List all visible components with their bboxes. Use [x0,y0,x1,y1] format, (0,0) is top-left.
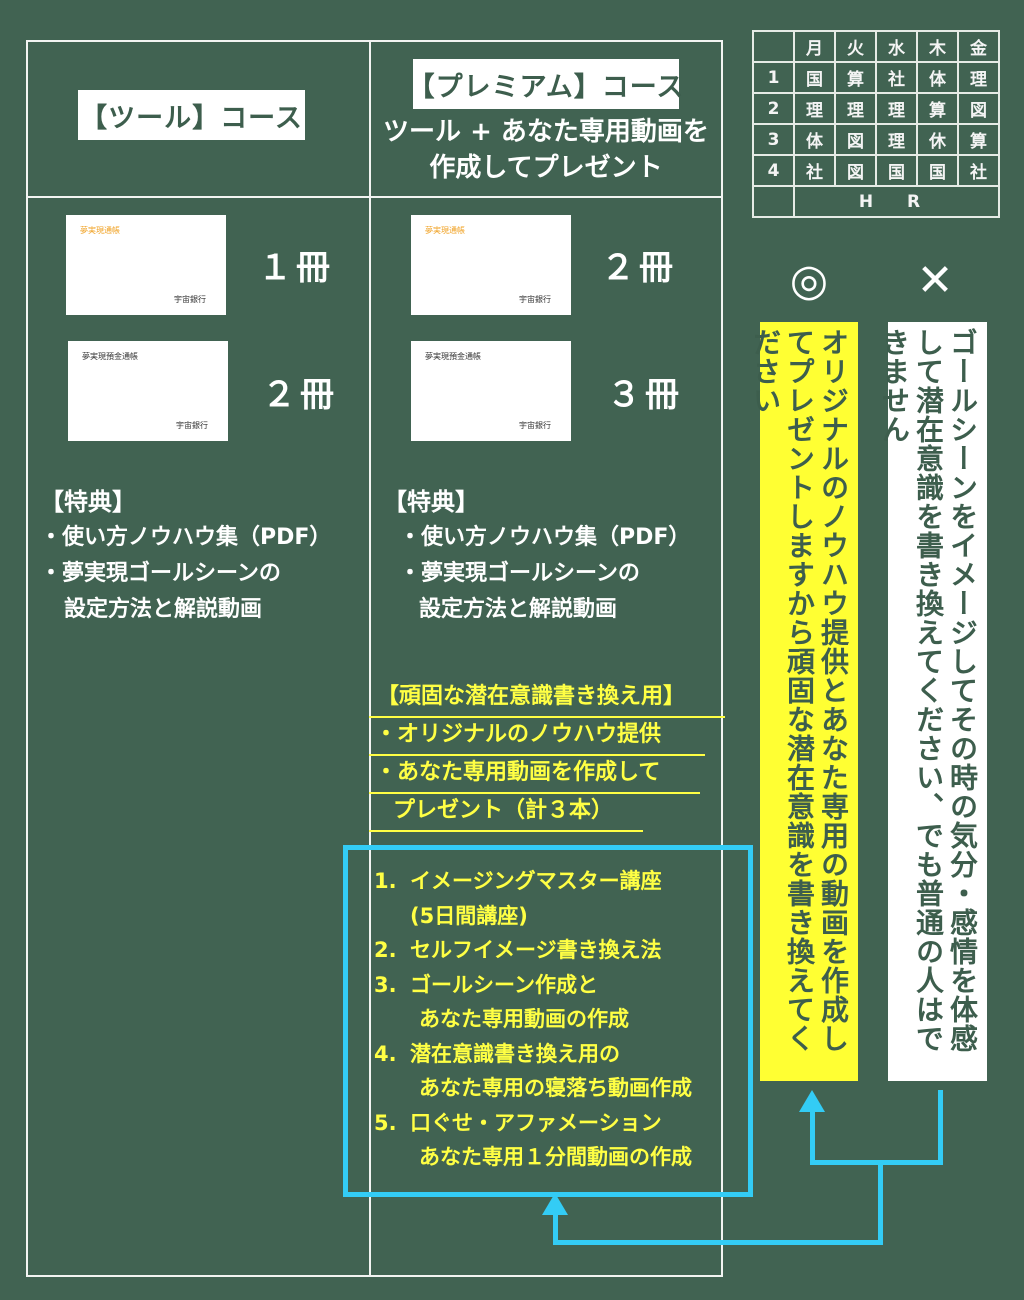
passbook-title: 夢実現通帳 [80,226,120,235]
premium-subtitle-line1: ツール + あなた専用動画を [383,117,709,147]
timetable-cell: 社 [793,154,836,187]
premium-benefits: 【特典】 ・使い方ノウハウ集（PDF） ・夢実現ゴールシーンの 設定方法と解説動… [383,484,690,628]
benefit-item: ・夢実現ゴールシーンの [40,561,281,586]
tool-course-title: 【ツール】コース [78,90,305,140]
program-list: 1.イメージングマスター講座 (5日間講座) 2.セルフイメージ書き換え法 3.… [374,864,692,1175]
passbook-image: 夢実現預金通帳 宇宙銀行 [411,341,571,441]
program-item: 2.セルフイメージ書き換え法 [374,938,662,962]
timetable-cell: 国 [793,61,836,94]
passbook-bank: 宇宙銀行 [519,421,551,430]
tool-benefits: 【特典】 ・使い方ノウハウ集（PDF） ・夢実現ゴールシーンの 設定方法と解説動… [40,484,331,628]
passbook-count: ３冊 [607,375,683,415]
passbook-bank: 宇宙銀行 [176,421,208,430]
program-item-detail: (5日間講座) [410,903,528,928]
timetable-cell: 休 [916,123,959,156]
timetable-cell: 理 [793,92,836,125]
benefit-item: ・使い方ノウハウ集（PDF） [40,525,332,550]
connector-line [553,1212,558,1245]
passbook-bank: 宇宙銀行 [174,295,206,304]
bad-method-text: ゴールシーンをイメージしてその時の気分・感情を体感して潜在意識を書き換えてくださ… [878,322,987,1081]
arrow-up-icon [799,1090,825,1112]
connector-line [938,1090,943,1165]
passbook-image: 夢実現通帳 宇宙銀行 [66,215,226,315]
benefit-item: 設定方法と解説動画 [64,597,263,622]
timetable-day: 水 [875,30,918,63]
table-border-bottom [26,1275,723,1277]
timetable-cell: 算 [834,61,877,94]
timetable-cell: 理 [875,123,918,156]
cross-icon: ✕ [916,255,954,306]
passbook-image: 夢実現預金通帳 宇宙銀行 [68,341,228,441]
premium-course-title: 【プレミアム】コース [408,59,683,109]
table-border-top [26,40,723,42]
connector-line [878,1160,883,1245]
program-item: 1.イメージングマスター講座 [374,869,662,893]
timetable-cell: 国 [916,154,959,187]
passbook-title: 夢実現預金通帳 [82,352,138,361]
timetable-hr: H R [793,185,1000,218]
program-item-detail: あなた専用１分間動画の作成 [419,1145,692,1169]
timetable-cell: 社 [957,154,1000,187]
passbook-count: １冊 [258,248,334,288]
timetable-day: 火 [834,30,877,63]
premium-subtitle: ツール + あなた専用動画を 作成してプレゼント [372,114,720,186]
passbook-count: ２冊 [601,248,677,288]
timetable-cell: 理 [834,92,877,125]
benefits-heading: 【特典】 [383,488,479,516]
program-item: 4.潜在意識書き換え用の [374,1041,620,1066]
good-method-text: オリジナルのノウハウ提供とあなた専用の動画を作成してプレゼントしますから頑固な潜… [749,322,858,1081]
passbook-title: 夢実現通帳 [425,226,465,235]
extra-item: プレゼント（計３本） [369,794,643,832]
timetable-cell: 図 [957,92,1000,125]
table-header-divider [26,196,723,198]
program-item: 5.口ぐせ・アファメーション [374,1110,662,1135]
timetable-cell: 理 [957,61,1000,94]
benefits-heading: 【特典】 [40,488,136,516]
premium-subtitle-line2: 作成してプレゼント [429,153,663,183]
table-border-left [26,40,28,1277]
program-item-detail: あなた専用の寝落ち動画作成 [419,1076,692,1100]
timetable-period: 2 [752,92,795,125]
extra-heading: 【頑固な潜在意識書き換え用】 [369,680,725,718]
double-circle-icon: ◎ [789,255,829,306]
timetable-corner [752,185,795,218]
extra-item: ・あなた専用動画を作成して [369,756,700,794]
extra-item: ・オリジナルのノウハウ提供 [369,718,705,756]
passbook-title: 夢実現預金通帳 [425,352,481,361]
benefit-item: 設定方法と解説動画 [419,597,618,622]
timetable-cell: 社 [875,61,918,94]
timetable-period: 4 [752,154,795,187]
connector-line [810,1160,943,1165]
benefit-item: ・使い方ノウハウ集（PDF） [399,525,691,550]
timetable-cell: 体 [793,123,836,156]
premium-extra-benefits: 【頑固な潜在意識書き換え用】 ・オリジナルのノウハウ提供 ・あなた専用動画を作成… [369,680,725,832]
passbook-image: 夢実現通帳 宇宙銀行 [411,215,571,315]
timetable: 月 火 水 木 金 1 国 算 社 体 理 2 理 理 理 算 図 3 体 図 … [752,30,1000,218]
timetable-period: 3 [752,123,795,156]
benefit-item: ・夢実現ゴールシーンの [399,561,640,586]
timetable-day: 木 [916,30,959,63]
timetable-day: 金 [957,30,1000,63]
program-item-detail: あなた専用動画の作成 [419,1007,629,1031]
timetable-cell: 図 [834,154,877,187]
timetable-cell: 体 [916,61,959,94]
timetable-corner [752,30,795,63]
passbook-count: ２冊 [262,375,338,415]
table-column-divider [369,40,371,1277]
passbook-bank: 宇宙銀行 [519,295,551,304]
program-item: 3.ゴールシーン作成と [374,972,598,997]
timetable-cell: 国 [875,154,918,187]
timetable-cell: 算 [957,123,1000,156]
timetable-day: 月 [793,30,836,63]
arrow-up-icon [542,1193,568,1215]
timetable-cell: 算 [916,92,959,125]
timetable-period: 1 [752,61,795,94]
connector-line [810,1110,815,1165]
timetable-cell: 理 [875,92,918,125]
table-border-right [721,40,723,1277]
timetable-cell: 図 [834,123,877,156]
connector-line [553,1240,883,1245]
